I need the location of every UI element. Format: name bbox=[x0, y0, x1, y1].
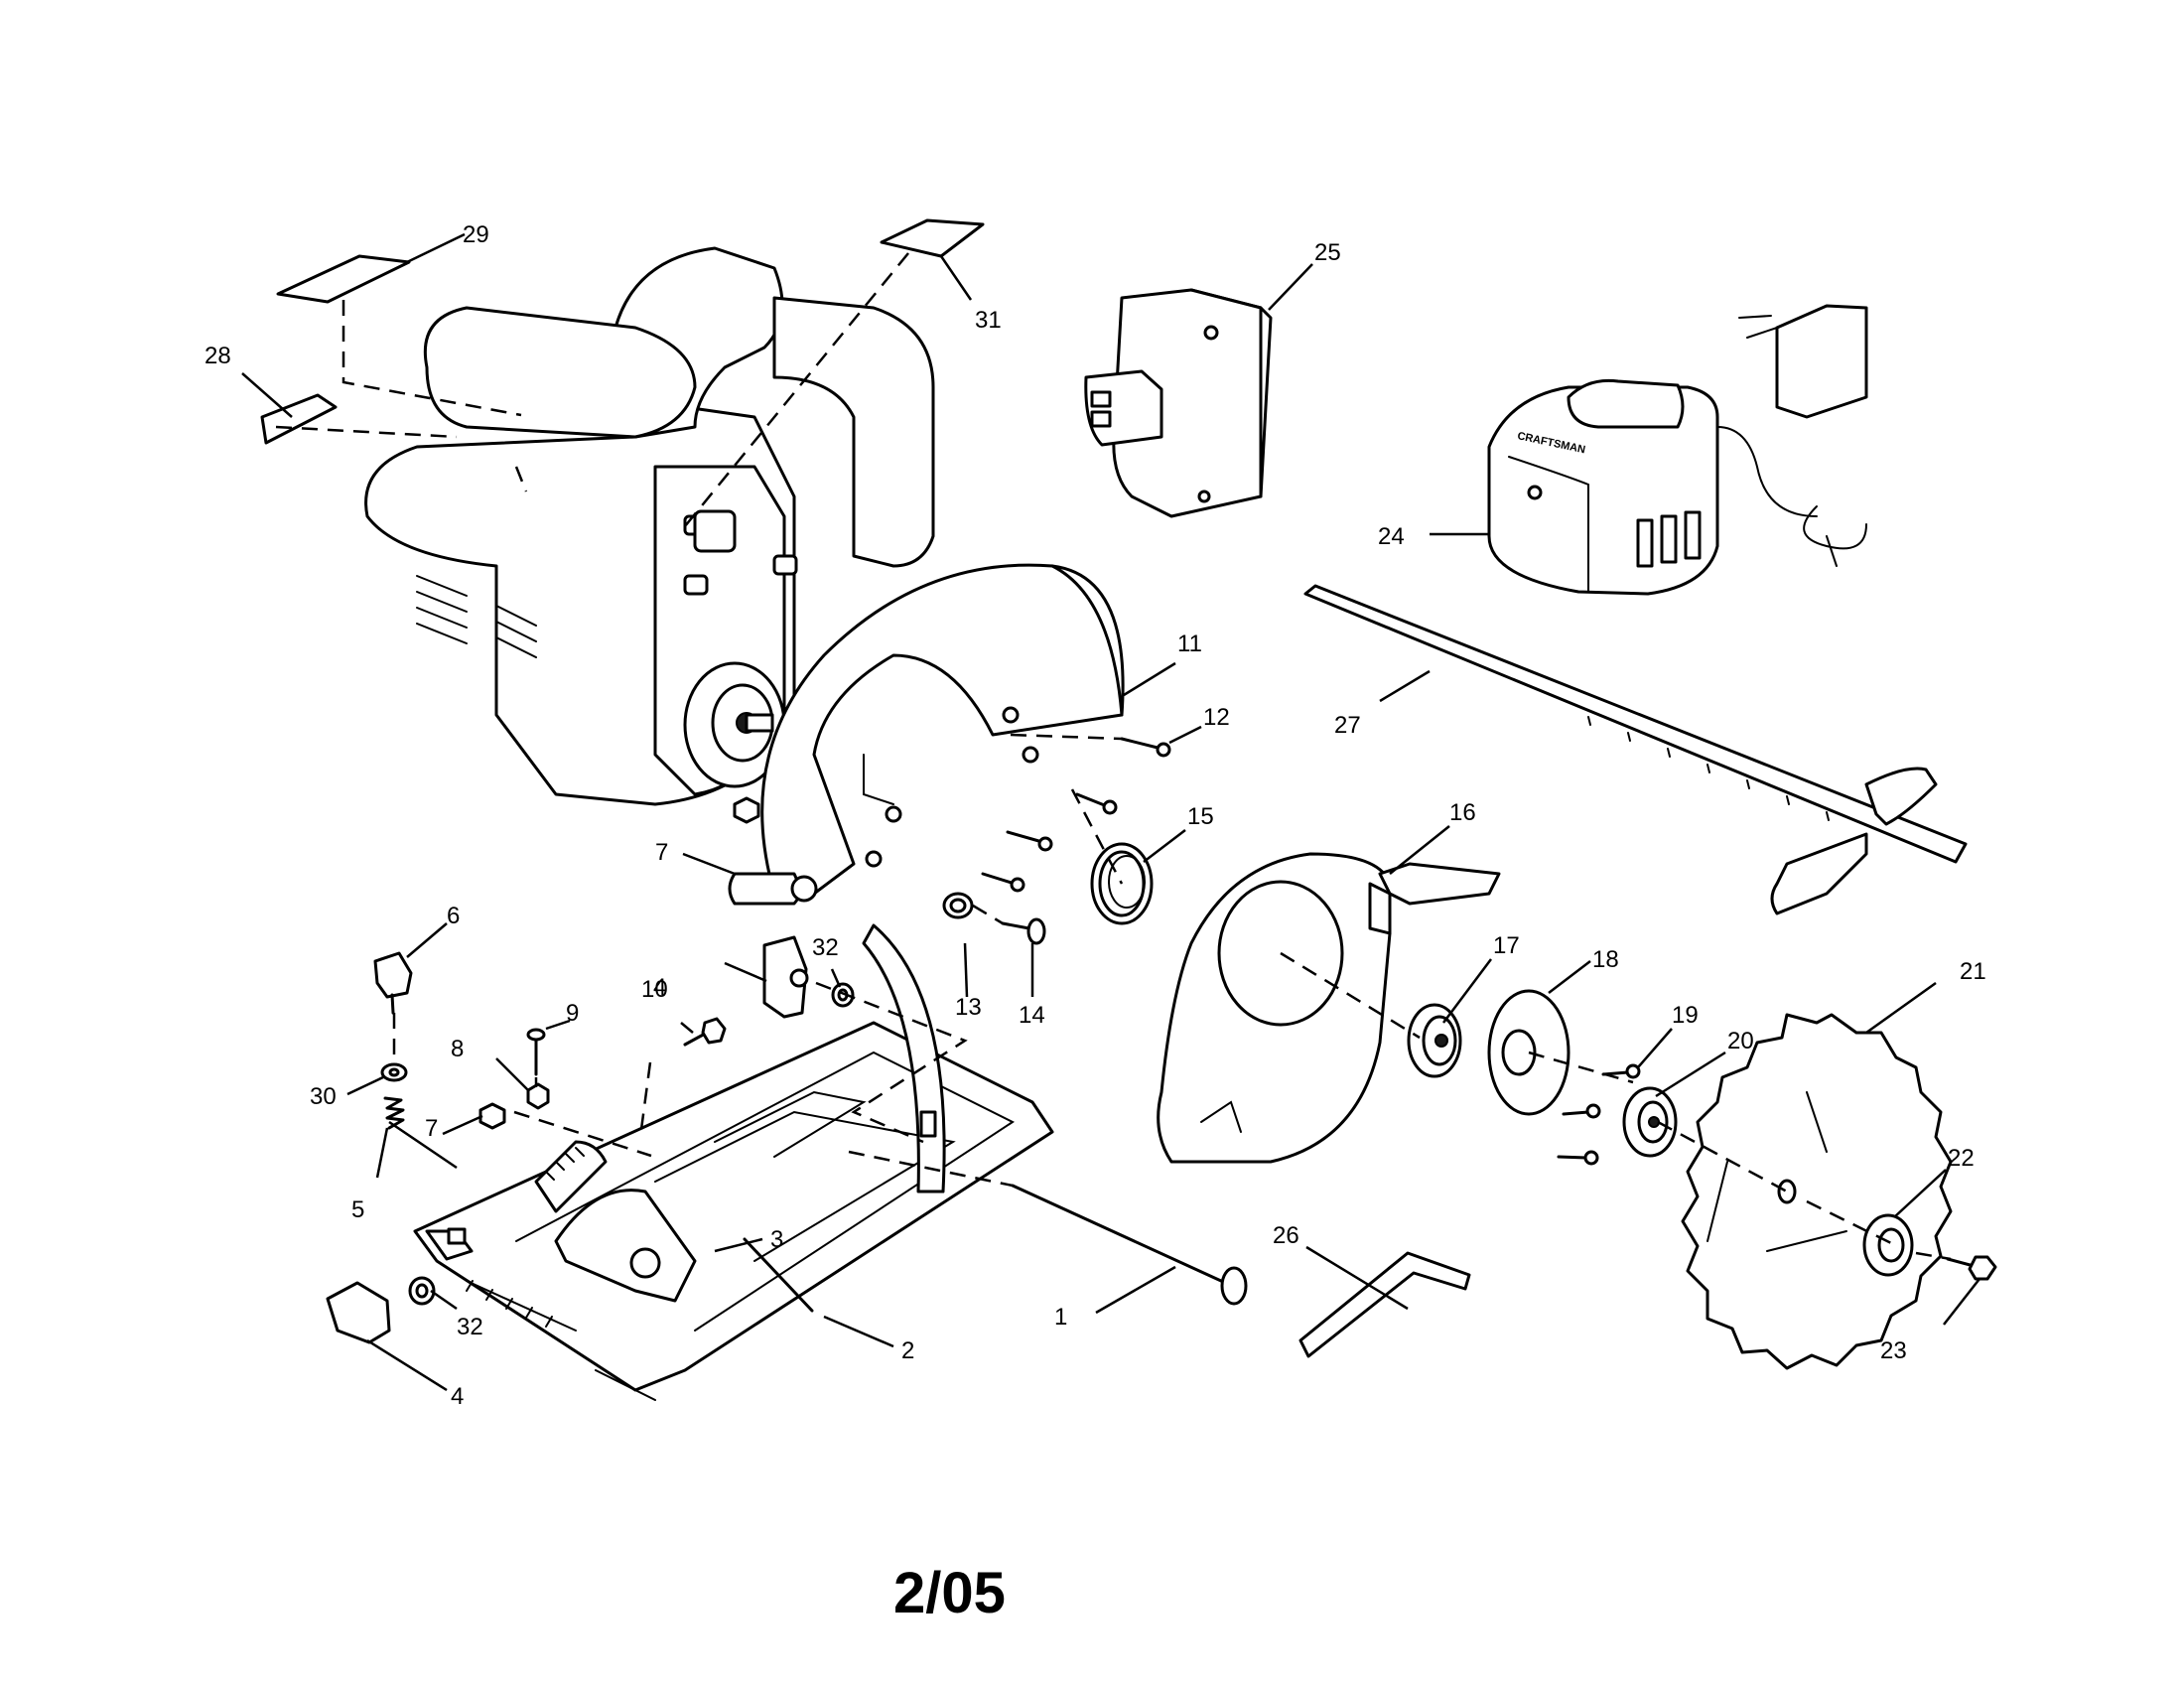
washer-lower bbox=[408, 1276, 436, 1306]
bevel-scale bbox=[534, 1140, 608, 1213]
upper-blade-guard bbox=[728, 563, 1125, 906]
callout-labels: 29 28 31 25 24 27 11 12 15 16 17 18 19 2… bbox=[205, 221, 1986, 1410]
depth-adjust-bracket bbox=[862, 923, 946, 1193]
washer-upper bbox=[831, 982, 855, 1008]
callout-28: 28 bbox=[205, 343, 231, 369]
callout-26: 26 bbox=[1273, 1222, 1299, 1249]
callout-16: 16 bbox=[1449, 799, 1476, 826]
label-29 bbox=[276, 254, 411, 304]
flange-screws bbox=[1557, 1063, 1641, 1166]
screw-9 bbox=[526, 1028, 546, 1076]
label-28 bbox=[260, 393, 338, 445]
callout-13: 13 bbox=[955, 994, 982, 1021]
callout-2: 2 bbox=[901, 1337, 914, 1364]
callout-14: 14 bbox=[1019, 1002, 1045, 1029]
callout-15: 15 bbox=[1187, 803, 1214, 830]
nut-8 bbox=[526, 1082, 550, 1110]
lower-blade-guard bbox=[1157, 852, 1501, 1164]
drawing-date: 2/05 bbox=[893, 1561, 1006, 1625]
callout-7-lower: 7 bbox=[425, 1115, 438, 1142]
battery-pack bbox=[1084, 288, 1273, 518]
callout-18: 18 bbox=[1592, 946, 1619, 973]
callout-20: 20 bbox=[1727, 1028, 1754, 1054]
bevel-lever bbox=[373, 951, 413, 1015]
washer-30 bbox=[380, 1062, 408, 1082]
callout-5: 5 bbox=[351, 1196, 364, 1223]
callout-6: 6 bbox=[447, 903, 460, 929]
depth-lever bbox=[762, 935, 809, 1019]
callout-29: 29 bbox=[463, 221, 489, 248]
callout-25: 25 bbox=[1314, 239, 1341, 266]
callout-7-upper: 7 bbox=[655, 839, 668, 866]
shoulder-screw bbox=[1001, 917, 1046, 945]
callout-24: 24 bbox=[1378, 523, 1405, 550]
bevel-knob bbox=[326, 1281, 391, 1344]
nut-7-upper bbox=[733, 796, 760, 824]
inner-blade-washer bbox=[1407, 1003, 1462, 1078]
saw-blade bbox=[1681, 1013, 1953, 1370]
callout-12: 12 bbox=[1203, 704, 1230, 731]
base-edge-scale bbox=[466, 1280, 656, 1401]
callout-32-lower: 32 bbox=[457, 1314, 483, 1340]
callout-23: 23 bbox=[1880, 1337, 1907, 1364]
callout-8: 8 bbox=[451, 1036, 464, 1062]
pivot-rod bbox=[1011, 1184, 1248, 1306]
callout-3: 3 bbox=[770, 1226, 783, 1253]
outer-blade-washer bbox=[1622, 1086, 1678, 1158]
bushing bbox=[942, 892, 974, 919]
callout-4-lower: 4 bbox=[451, 1383, 464, 1410]
callout-19: 19 bbox=[1672, 1002, 1699, 1029]
blade-bolt bbox=[1946, 1255, 1997, 1281]
label-31 bbox=[880, 218, 985, 258]
saw-base-plate bbox=[413, 1021, 1054, 1401]
rip-fence bbox=[1303, 584, 1968, 915]
battery-charger: CRAFTSMAN bbox=[1487, 304, 1868, 596]
base-pin bbox=[743, 1237, 814, 1313]
callout-32-upper: 32 bbox=[812, 934, 839, 961]
hex-wrench bbox=[1298, 1251, 1471, 1358]
screw-10 bbox=[683, 1017, 727, 1047]
saw-motor-housing bbox=[364, 246, 935, 806]
vent-slots bbox=[416, 575, 537, 658]
callout-22: 22 bbox=[1948, 1145, 1975, 1172]
callout-31: 31 bbox=[975, 307, 1002, 334]
callout-21: 21 bbox=[1960, 958, 1986, 985]
callout-1: 1 bbox=[1054, 1304, 1067, 1331]
fence-scale-ticks bbox=[1587, 716, 1830, 821]
callout-9: 9 bbox=[566, 1000, 579, 1027]
nut-7-lower bbox=[478, 1102, 506, 1130]
spring-5 bbox=[383, 1096, 405, 1130]
callout-11: 11 bbox=[1177, 631, 1202, 657]
callout-4-upper: 4 bbox=[653, 974, 666, 1001]
callout-17: 17 bbox=[1493, 932, 1520, 959]
leader-lines bbox=[241, 232, 1980, 1392]
callout-10: 10 bbox=[641, 976, 668, 1003]
blade-clamp-washer bbox=[1862, 1213, 1914, 1277]
guard-screws bbox=[981, 737, 1171, 893]
assembly-lines bbox=[275, 252, 1952, 1261]
callout-27: 27 bbox=[1334, 712, 1361, 739]
callout-30: 30 bbox=[310, 1083, 337, 1110]
